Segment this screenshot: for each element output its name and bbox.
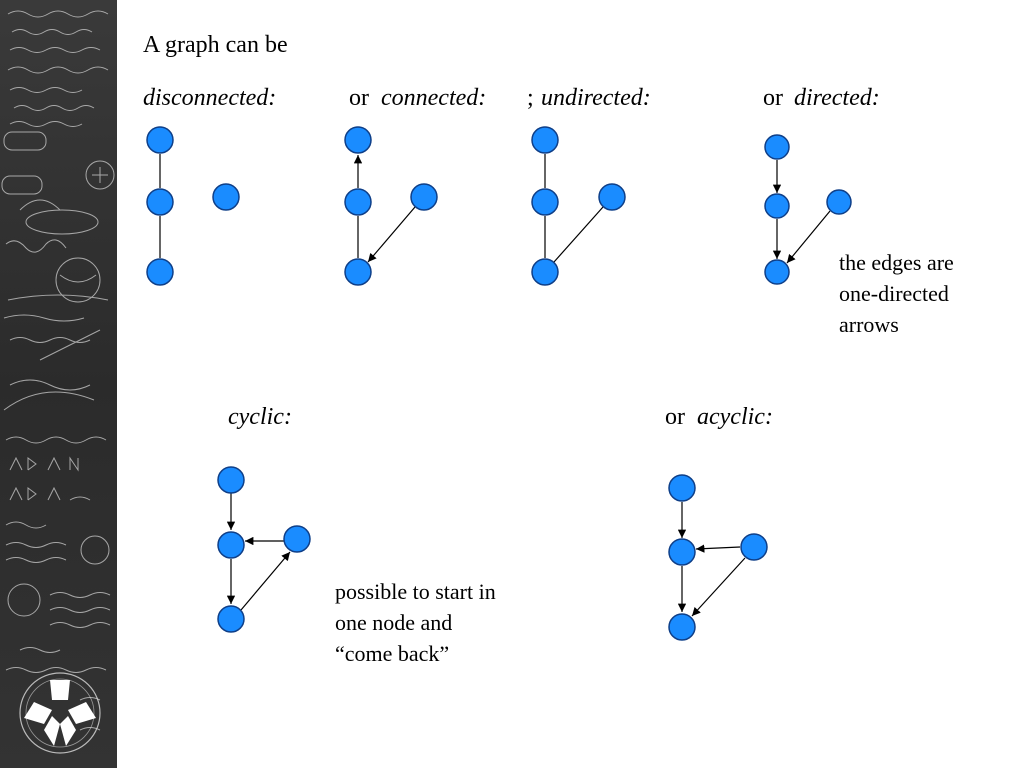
- cyclic-note: possible to start in one node and “come …: [335, 576, 496, 669]
- chalkboard-doodles-icon: [1, 10, 115, 731]
- label-disconnected: disconnected:: [143, 85, 277, 111]
- node: [217, 466, 245, 494]
- label-semicolon: ;: [527, 85, 534, 111]
- node: [531, 126, 559, 154]
- disconnected-graph: [146, 126, 240, 286]
- directed-note-line-3: arrows: [839, 312, 899, 337]
- label-or-3: or: [665, 404, 685, 430]
- node: [146, 258, 174, 286]
- directed-note: the edges are one-directed arrows: [839, 247, 954, 340]
- node: [764, 259, 790, 285]
- label-connected: connected:: [381, 85, 487, 111]
- node: [740, 533, 768, 561]
- label-undirected: undirected:: [541, 85, 651, 111]
- chalkboard-sidebar: [0, 0, 117, 768]
- label-or-1: or: [349, 85, 369, 111]
- node: [531, 258, 559, 286]
- undirected-graph: [531, 126, 626, 286]
- node: [146, 126, 174, 154]
- directed-note-line-2: one-directed: [839, 281, 949, 306]
- cyclic-note-line-3: “come back”: [335, 641, 450, 666]
- cyclic-graph: [217, 466, 311, 633]
- label-cyclic: cyclic:: [228, 404, 292, 430]
- label-acyclic: acyclic:: [697, 404, 773, 430]
- edge-arrow: [367, 206, 416, 263]
- university-logo: [10, 668, 110, 758]
- cyclic-note-line-1: possible to start in: [335, 579, 496, 604]
- connected-graph: [344, 126, 438, 286]
- edge-arrow: [691, 557, 746, 617]
- node: [283, 525, 311, 553]
- label-directed: directed:: [794, 85, 880, 111]
- cyclic-note-line-2: one node and: [335, 610, 453, 635]
- edge-arrow: [695, 544, 741, 553]
- node: [764, 193, 790, 219]
- node: [146, 188, 174, 216]
- node: [826, 189, 852, 215]
- node: [668, 613, 696, 641]
- node: [212, 183, 240, 211]
- node: [764, 134, 790, 160]
- directed-note-line-1: the edges are: [839, 250, 954, 275]
- intro-text: A graph can be: [143, 32, 288, 58]
- node: [344, 188, 372, 216]
- node: [217, 531, 245, 559]
- edge: [553, 206, 604, 263]
- node: [668, 538, 696, 566]
- edge-arrow: [786, 210, 831, 264]
- acyclic-graph: [668, 474, 768, 641]
- node: [344, 258, 372, 286]
- label-or-2: or: [763, 85, 783, 111]
- node: [344, 126, 372, 154]
- node: [410, 183, 438, 211]
- edge-arrow: [240, 551, 291, 611]
- directed-graph: [764, 134, 852, 285]
- node: [668, 474, 696, 502]
- node: [217, 605, 245, 633]
- node: [598, 183, 626, 211]
- node: [531, 188, 559, 216]
